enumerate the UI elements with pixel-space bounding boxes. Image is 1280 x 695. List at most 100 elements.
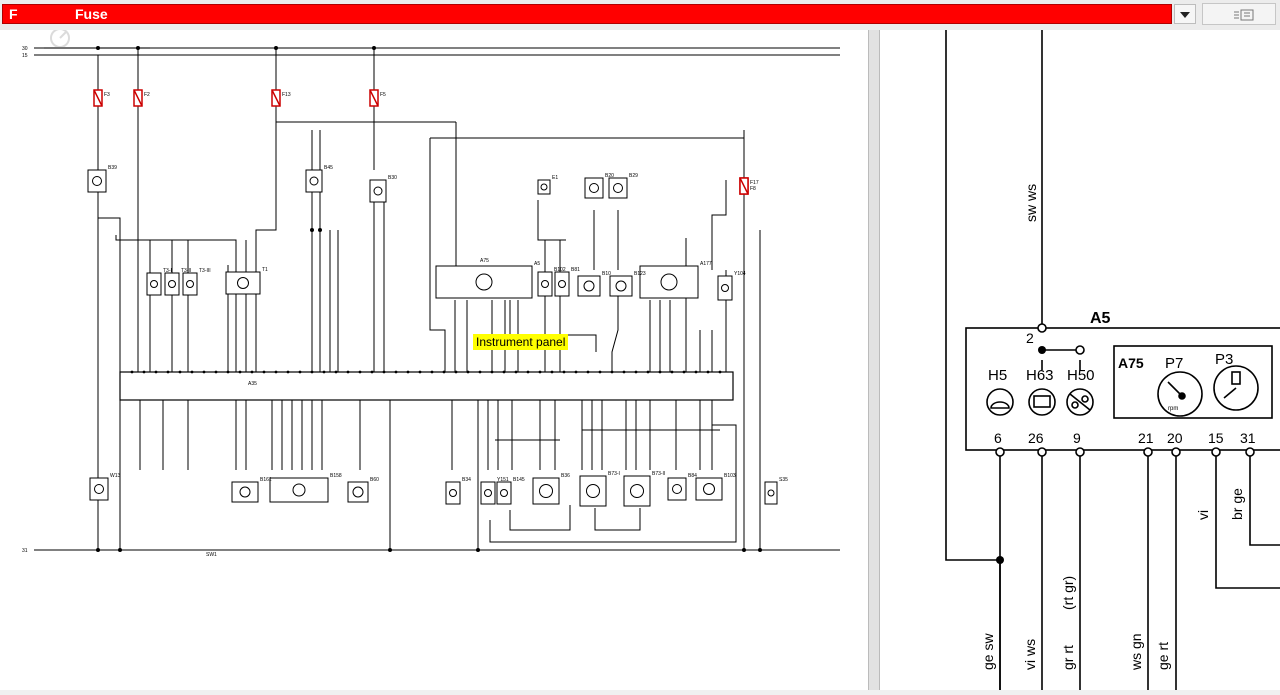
b145-component-label: B145 (513, 477, 525, 483)
b39-component-label: B39 (108, 165, 117, 171)
b10-component-label: B10 (602, 271, 611, 277)
indicator-p3-label: P3 (1215, 351, 1233, 368)
f3-fuse-link (93, 89, 103, 107)
y104-component-label: Y104 (734, 271, 746, 277)
bus-pin-dot (670, 370, 674, 374)
rail-label-15: 15 (22, 53, 28, 59)
w13-component-label: W13 (110, 473, 121, 479)
dropdown-button[interactable] (1174, 4, 1196, 24)
f2-fuse-link (133, 89, 143, 107)
indicator-p7-label: P7 (1165, 355, 1183, 372)
h63-lamp-icon (1028, 388, 1056, 416)
b123-component-label: B123 (634, 271, 646, 277)
panel-toggle-button[interactable] (1202, 3, 1276, 25)
bus-pin-dot (586, 370, 590, 374)
b60-component-label: B60 (370, 477, 379, 483)
fuse-search-field[interactable]: F Fuse (2, 4, 1172, 24)
bus-pin-dot (538, 370, 542, 374)
bus-pin-dot (190, 370, 194, 374)
bottom-pin-21-label: 21 (1138, 430, 1154, 446)
junction-node (310, 228, 314, 232)
bus-pin-dot (358, 370, 362, 374)
a75-inner-label: A75 (480, 258, 489, 264)
a5-component-symbol (475, 273, 493, 291)
bus-pin-dot (250, 370, 254, 374)
t3-ii-component-symbol (168, 280, 176, 288)
bus-pin-dot (286, 370, 290, 374)
b29-component-symbol (613, 183, 623, 193)
bus-pin-dot (574, 370, 578, 374)
rail-label-30: 30 (22, 46, 28, 52)
pane-splitter[interactable] (868, 30, 880, 690)
w13-component-symbol (94, 484, 104, 494)
b73-ii-component-symbol (630, 484, 644, 498)
f5-fuse-link (369, 89, 379, 107)
wire-label-1: vi ws (1022, 639, 1038, 670)
bus-pin-dot (598, 370, 602, 374)
bus-pin-dot (214, 370, 218, 374)
indicator-h5-label: H5 (988, 367, 1007, 384)
b73-i-component-symbol (586, 484, 600, 498)
f3-fuse-label: F3 (104, 92, 110, 98)
s35-component-symbol (767, 489, 775, 497)
b30-component-symbol (373, 186, 383, 196)
b73-i-component-label: B73-I (608, 471, 620, 477)
bus-pin-dot (682, 370, 686, 374)
bus-pin-dot (466, 370, 470, 374)
bus-pin-dot (262, 370, 266, 374)
junction-node (96, 548, 100, 552)
bus-pin-dot (610, 370, 614, 374)
b60-component-symbol (352, 486, 364, 498)
b39-component-symbol (92, 176, 102, 186)
e1-component-label: E1 (552, 175, 558, 181)
t1-component-symbol (237, 277, 249, 289)
junction-node (476, 548, 480, 552)
indicator-h63-label: H63 (1026, 367, 1054, 384)
indicator-h50-label: H50 (1067, 367, 1095, 384)
bus-pin-dot (226, 370, 230, 374)
junction-node (318, 228, 322, 232)
bus-pin-dot (694, 370, 698, 374)
bus-pin-dot (718, 370, 722, 374)
wire-label-4: ws gn (1128, 633, 1144, 671)
bus-pin-dot (370, 370, 374, 374)
b73-i-component (579, 475, 607, 507)
b30-component-label: B30 (388, 175, 397, 181)
junction-node (742, 548, 746, 552)
bus-pin-dot (658, 370, 662, 374)
field-prefix: F (9, 6, 18, 22)
a177-component-label: A177 (700, 261, 712, 267)
bus-pin-dot (706, 370, 710, 374)
t3-iii-component-label: T3-III (199, 268, 211, 274)
instrument-panel-label[interactable]: Instrument panel (473, 334, 569, 350)
bus-pin-dot (274, 370, 278, 374)
bus-pin-dot (298, 370, 302, 374)
b102-component-symbol (541, 280, 549, 288)
junction-node (388, 548, 392, 552)
s35-component-label: S35 (779, 477, 788, 483)
bottom-pin-20-label: 20 (1167, 430, 1183, 446)
field-title: Fuse (75, 6, 108, 22)
b158-component-label: B158 (330, 473, 342, 479)
f8-fuse-link (739, 177, 749, 195)
bus-pin-dot (322, 370, 326, 374)
bus-pin-dot (178, 370, 182, 374)
b45-component-symbol (309, 176, 319, 186)
bus-pin-dot (202, 370, 206, 374)
b10-component-symbol (583, 280, 595, 292)
a177-component-symbol (660, 273, 678, 291)
b123-component-symbol (615, 280, 627, 292)
wire-top-label: sw ws (1023, 184, 1039, 222)
wire-label-2: gr rt (1060, 645, 1076, 670)
b81-component-label: B81 (571, 267, 580, 273)
ground-label: SW1 (206, 552, 217, 558)
b36-component-label: B36 (561, 473, 570, 479)
rpm-unit: rpm (1168, 406, 1178, 412)
bus-pin-dot (634, 370, 638, 374)
bottom-pin-15-label: 15 (1208, 430, 1224, 446)
wire-label-0: ge sw (980, 633, 996, 670)
b34-component-symbol (449, 489, 457, 497)
rail-label-31: 31 (22, 548, 28, 554)
